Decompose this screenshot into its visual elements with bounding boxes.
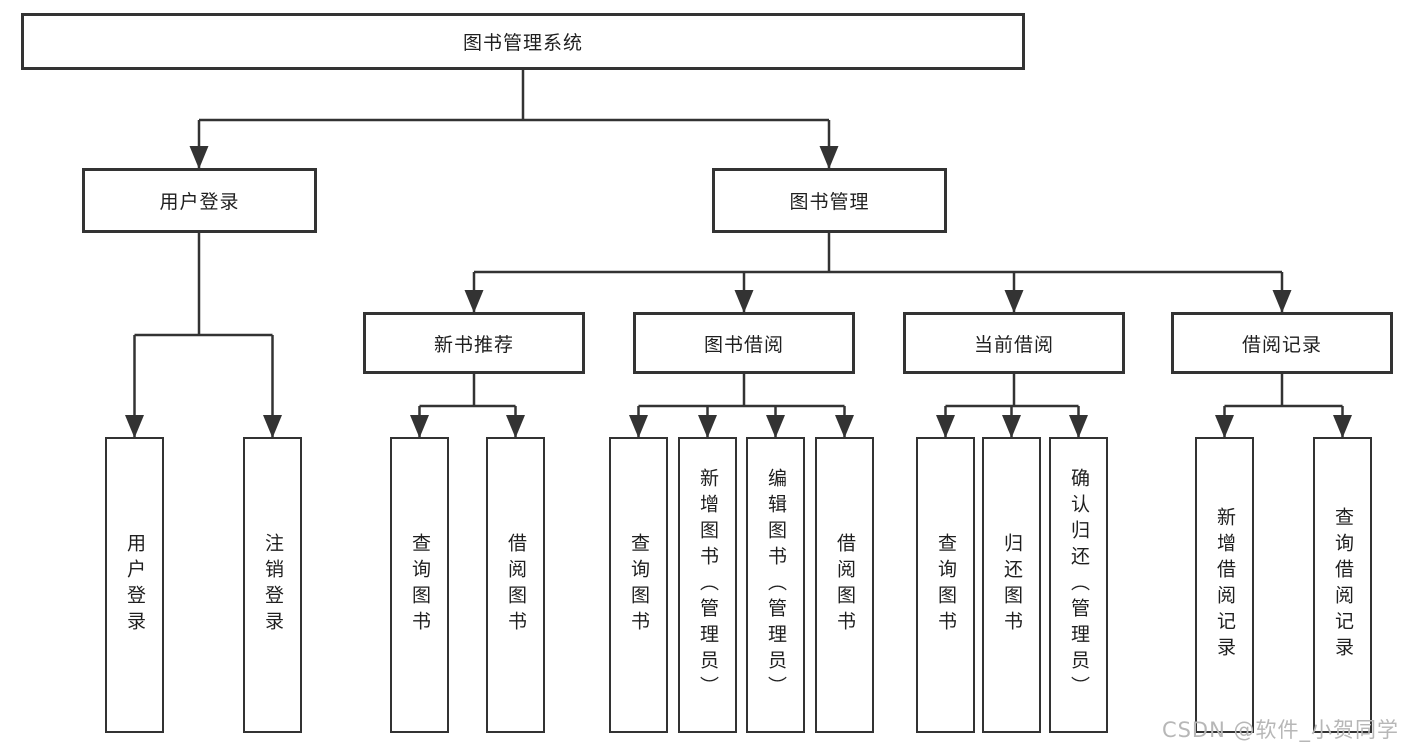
leaf-add-borrow-record: 新增借阅记录 [1195,437,1254,733]
node-library-system-label: 图书管理系统 [462,32,583,54]
leaf-query-books-recommend-label: 查询图书 [409,533,431,637]
leaf-logout-label: 注销登录 [262,533,284,637]
leaf-user-login: 用户登录 [105,437,164,733]
leaf-add-book-admin-label: 新增图书（管理员） [697,468,719,702]
node-book-management-label: 图书管理 [789,191,870,213]
leaf-query-books-current: 查询图书 [916,437,975,733]
leaf-logout: 注销登录 [243,437,302,733]
node-library-system: 图书管理系统 [21,13,1025,70]
node-borrow-records-label: 借阅记录 [1241,333,1322,356]
node-new-book-recommend: 新书推荐 [363,312,585,374]
csdn-watermark: CSDN @软件_小贺同学 [1161,718,1399,742]
leaf-confirm-return-admin-label: 确认归还（管理员） [1068,468,1090,702]
leaf-edit-book-admin: 编辑图书（管理员） [746,437,805,733]
leaf-borrow-books-label: 借阅图书 [834,533,856,637]
leaf-query-books-current-label: 查询图书 [935,533,957,637]
leaf-add-book-admin: 新增图书（管理员） [678,437,737,733]
leaf-confirm-return-admin: 确认归还（管理员） [1049,437,1108,733]
leaf-add-borrow-record-label: 新增借阅记录 [1214,507,1236,663]
leaf-query-books-borrow: 查询图书 [609,437,668,733]
leaf-query-books-borrow-label: 查询图书 [628,533,650,637]
node-new-book-recommend-label: 新书推荐 [433,333,514,356]
leaf-return-books-label: 归还图书 [1001,533,1023,637]
leaf-return-books: 归还图书 [982,437,1041,733]
node-user-login-label: 用户登录 [159,191,240,213]
node-book-borrow: 图书借阅 [633,312,855,374]
node-current-borrow-label: 当前借阅 [973,333,1054,356]
node-borrow-records: 借阅记录 [1171,312,1393,374]
leaf-user-login-label: 用户登录 [124,533,146,637]
node-book-management: 图书管理 [712,168,947,233]
leaf-borrow-books-recommend-label: 借阅图书 [505,533,527,637]
leaf-query-borrow-record: 查询借阅记录 [1313,437,1372,733]
node-user-login: 用户登录 [82,168,317,233]
connector-trunks [134,70,1343,408]
leaf-borrow-books-recommend: 借阅图书 [486,437,545,733]
leaf-query-books-recommend: 查询图书 [390,437,449,733]
leaf-edit-book-admin-label: 编辑图书（管理员） [765,468,787,702]
node-current-borrow: 当前借阅 [903,312,1125,374]
leaf-borrow-books: 借阅图书 [815,437,874,733]
leaf-query-borrow-record-label: 查询借阅记录 [1332,507,1354,663]
connector-arrows [125,120,1352,438]
node-book-borrow-label: 图书借阅 [703,333,784,356]
